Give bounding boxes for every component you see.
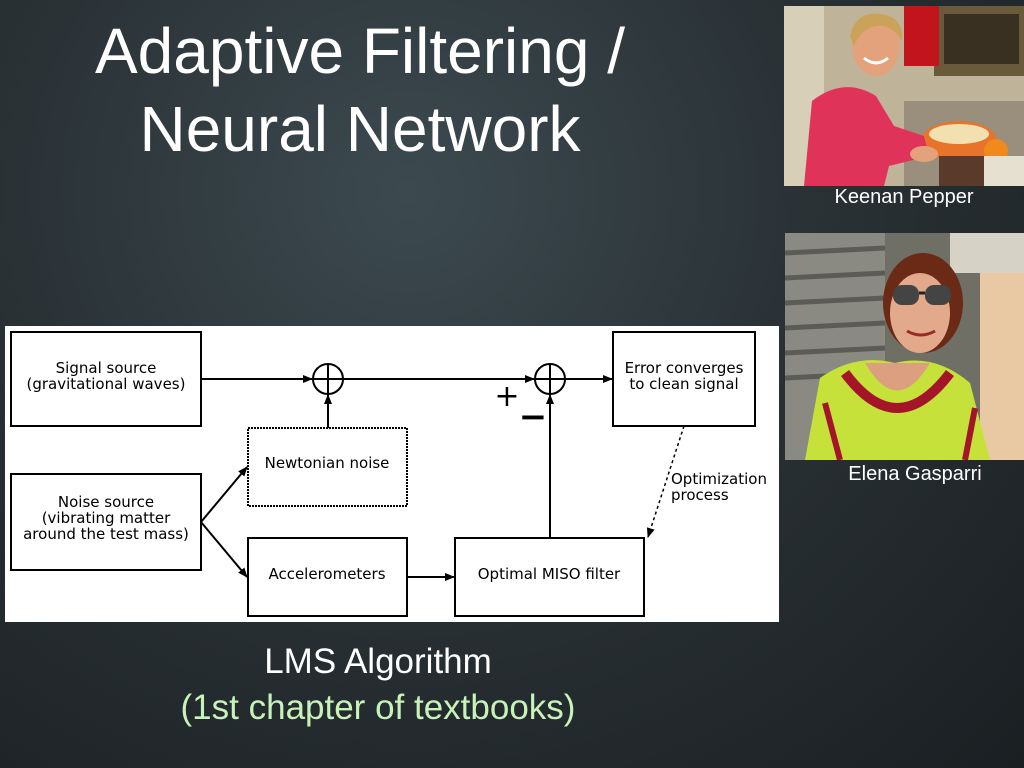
title-line-2: Neural Network — [139, 93, 581, 165]
slide-title: Adaptive Filtering / Neural Network — [40, 12, 680, 168]
noise-source-label-2: (vibrating matter — [42, 509, 171, 527]
summing-junction-2 — [534, 363, 566, 395]
arrow-noise-to-accelerometers — [200, 521, 248, 578]
error-converges-label-1: Error converges — [625, 359, 744, 377]
arrow-optimization-process — [646, 425, 685, 538]
arrow-noise-to-newtonian — [200, 466, 248, 523]
minus-sign: − — [519, 397, 548, 437]
signal-source-box — [10, 331, 202, 427]
plus-sign: + — [494, 379, 519, 414]
title-line-1: Adaptive Filtering / — [94, 15, 626, 87]
error-converges-label-2: to clean signal — [629, 375, 738, 393]
photo-keenan-pepper — [784, 6, 1024, 186]
noise-source-box — [10, 473, 202, 571]
caption-keenan-pepper: Keenan Pepper — [834, 186, 974, 208]
signal-source-label-1: Signal source — [56, 359, 157, 377]
noise-source-label-3: around the test mass) — [23, 525, 189, 543]
textbook-chapter-label: (1st chapter of textbooks) — [180, 688, 576, 727]
lms-block-diagram: + − Signal source (gravitational waves) … — [5, 326, 779, 622]
newtonian-noise-label: Newtonian noise — [265, 454, 390, 472]
noise-source-label-1: Noise source — [58, 493, 154, 511]
signal-source-label-2: (gravitational waves) — [27, 375, 186, 393]
error-converges-box — [612, 331, 756, 427]
miso-filter-box — [454, 537, 645, 617]
accelerometers-label: Accelerometers — [268, 565, 385, 583]
summing-junction-1 — [312, 363, 344, 395]
optimization-label-1: Optimization — [671, 470, 767, 488]
accelerometers-box — [247, 537, 408, 617]
photo-elena-gasparri — [785, 233, 1024, 460]
miso-filter-label: Optimal MISO filter — [478, 565, 621, 583]
caption-elena-gasparri: Elena Gasparri — [848, 463, 982, 485]
lms-algorithm-label: LMS Algorithm — [264, 642, 492, 681]
optimization-label-2: process — [671, 486, 729, 504]
